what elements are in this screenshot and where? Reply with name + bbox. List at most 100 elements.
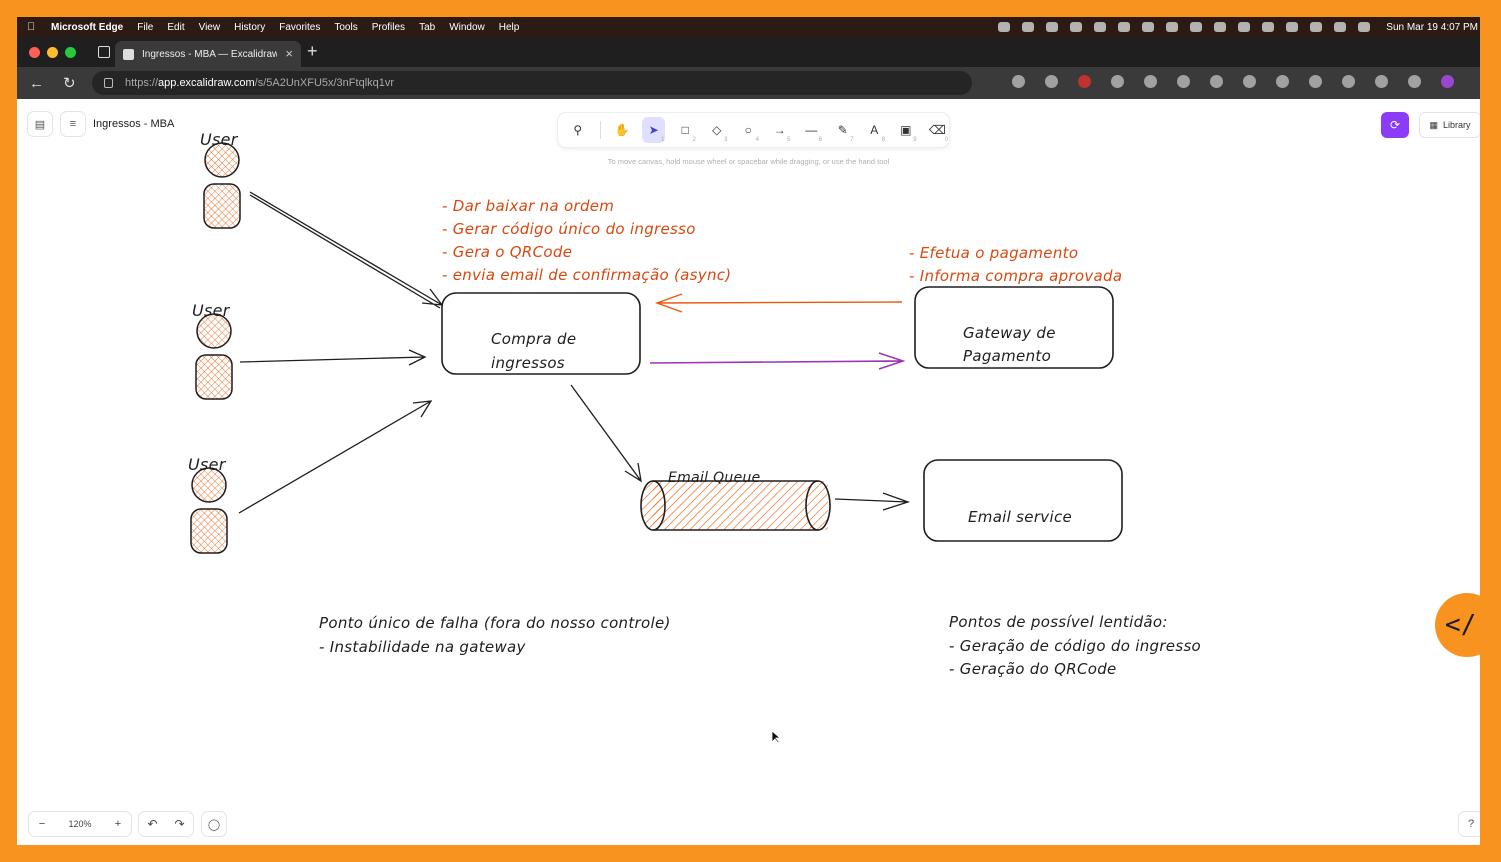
- arrow-gateway-compra[interactable]: [654, 293, 903, 313]
- document-title[interactable]: Ingressos - MBA: [93, 118, 175, 130]
- status-app-icon[interactable]: [1166, 22, 1179, 32]
- image-tool-icon[interactable]: ▣9: [900, 123, 917, 143]
- slowness-note[interactable]: Pontos de possível lentidão:: [949, 613, 1168, 631]
- close-window-button[interactable]: [29, 46, 40, 58]
- status-app-icon[interactable]: [1118, 22, 1131, 32]
- help-icon[interactable]: ?: [1458, 811, 1480, 837]
- arrow-user3-compra[interactable]: [238, 400, 433, 514]
- status-app-icon[interactable]: [998, 22, 1011, 32]
- user-label[interactable]: User: [200, 130, 238, 149]
- code-embed-icon[interactable]: </: [1435, 593, 1499, 657]
- status-app-icon[interactable]: [1022, 22, 1035, 32]
- menu-clock[interactable]: Sun Mar 19 4:07 PM: [1386, 21, 1478, 33]
- ellipse-tool-icon[interactable]: ○4: [744, 123, 759, 143]
- wifi-icon[interactable]: [1214, 22, 1227, 32]
- hamburger-menu-icon[interactable]: ≡: [60, 111, 86, 137]
- selection-tool-icon[interactable]: ➤1: [641, 117, 666, 143]
- arrow-compra-queue[interactable]: [570, 384, 642, 483]
- email-service-label[interactable]: Email service: [968, 508, 1073, 526]
- line-tool-icon[interactable]: —6: [805, 123, 823, 143]
- menu-view[interactable]: View: [198, 21, 221, 33]
- rectangle-tool-icon[interactable]: □2: [681, 123, 696, 143]
- browser-tab-active[interactable]: Ingressos - MBA — Excalidraw ×: [115, 41, 301, 67]
- zoom-out-button[interactable]: −: [38, 818, 46, 830]
- reload-icon[interactable]: ↻: [63, 75, 76, 92]
- back-icon[interactable]: ←: [29, 74, 44, 92]
- zoom-level[interactable]: 120%: [68, 819, 92, 829]
- new-tab-icon[interactable]: +: [307, 41, 318, 61]
- slowness-note[interactable]: - Geração de código do ingresso: [949, 637, 1202, 655]
- email-service-box[interactable]: [923, 459, 1123, 542]
- status-app-icon[interactable]: [1142, 22, 1155, 32]
- compra-box[interactable]: [441, 292, 641, 375]
- user-label[interactable]: User: [192, 301, 230, 320]
- extension-icon[interactable]: [1111, 75, 1124, 88]
- share-button[interactable]: ⟳: [1381, 112, 1409, 138]
- compra-note[interactable]: - envia email de confirmação (async): [442, 266, 732, 284]
- close-tab-icon[interactable]: ×: [285, 46, 293, 61]
- gateway-label-line2[interactable]: Pagamento: [963, 347, 1052, 365]
- maximize-window-button[interactable]: [65, 46, 76, 58]
- arrow-queue-service[interactable]: [834, 492, 911, 511]
- compra-note[interactable]: - Gerar código único do ingresso: [442, 220, 696, 238]
- excalidraw-canvas[interactable]: ▤ ≡ Ingressos - MBA ⚲ ✋ ➤1 □2 ◇3 ○4 →5 —…: [17, 99, 1480, 845]
- email-queue-label[interactable]: Email Queue: [668, 470, 761, 486]
- arrow-user2-compra[interactable]: [239, 349, 427, 366]
- url-field[interactable]: https:// app.excalidraw.com /s/5A2UnXFU5…: [92, 71, 972, 95]
- profile-avatar[interactable]: [1375, 75, 1388, 88]
- tab-actions-icon[interactable]: [98, 46, 110, 58]
- arrow-user1-compra[interactable]: [249, 191, 444, 309]
- compra-note[interactable]: - Gera o QRCode: [442, 243, 573, 261]
- headphones-icon[interactable]: [1238, 22, 1251, 32]
- status-app-icon[interactable]: [1070, 22, 1083, 32]
- failure-note[interactable]: - Instabilidade na gateway: [319, 638, 526, 656]
- comment-icon[interactable]: ◯: [201, 811, 227, 837]
- gateway-note[interactable]: - Informa compra aprovada: [909, 267, 1123, 285]
- undo-icon[interactable]: ↶: [147, 817, 158, 831]
- extension-icon[interactable]: [1243, 75, 1256, 88]
- copilot-icon[interactable]: [1441, 75, 1454, 88]
- menu-window[interactable]: Window: [449, 21, 485, 33]
- lock-tool-icon[interactable]: ⚲: [573, 123, 583, 137]
- extension-icon[interactable]: [1276, 75, 1289, 88]
- menu-favorites[interactable]: Favorites: [279, 21, 321, 33]
- user-figure[interactable]: [203, 142, 241, 229]
- extension-icon[interactable]: [1144, 75, 1157, 88]
- menu-profiles[interactable]: Profiles: [371, 21, 406, 33]
- sidebar-toggle-icon[interactable]: ▤: [27, 111, 53, 137]
- favorites-icon[interactable]: [1309, 75, 1322, 88]
- keyboard-icon[interactable]: [1286, 22, 1299, 32]
- compra-label-line1[interactable]: Compra de: [491, 330, 577, 348]
- menu-history[interactable]: History: [234, 21, 266, 33]
- gateway-box[interactable]: [914, 286, 1114, 369]
- status-app-icon[interactable]: [1094, 22, 1107, 32]
- extension-icon[interactable]: [1177, 75, 1190, 88]
- failure-note[interactable]: Ponto único de falha (fora do nosso cont…: [319, 614, 671, 632]
- spotlight-search-icon[interactable]: [1310, 22, 1323, 32]
- eraser-tool-icon[interactable]: ⌫0: [928, 123, 949, 143]
- apple-icon[interactable]: : [27, 21, 39, 33]
- zoom-in-button[interactable]: +: [114, 818, 122, 830]
- user-label[interactable]: User: [188, 455, 226, 474]
- menu-app-name[interactable]: Microsoft Edge: [51, 21, 124, 33]
- hand-tool-icon[interactable]: ✋: [614, 123, 630, 137]
- email-queue-cylinder[interactable]: [640, 480, 831, 531]
- draw-tool-icon[interactable]: ✎7: [837, 123, 854, 143]
- menu-file[interactable]: File: [137, 21, 154, 33]
- status-app-icon[interactable]: [1046, 22, 1059, 32]
- siri-icon[interactable]: [1358, 22, 1371, 32]
- compra-note[interactable]: - Dar baixar na ordem: [442, 197, 615, 215]
- arrow-tool-icon[interactable]: →5: [773, 123, 791, 143]
- extension-icon[interactable]: [1078, 75, 1091, 88]
- play-icon[interactable]: [1262, 22, 1275, 32]
- extension-icon[interactable]: [1012, 75, 1025, 88]
- menu-help[interactable]: Help: [498, 21, 520, 33]
- gateway-label-line1[interactable]: Gateway de: [963, 324, 1056, 342]
- control-center-icon[interactable]: [1334, 22, 1347, 32]
- status-app-icon[interactable]: [1190, 22, 1203, 32]
- menu-tools[interactable]: Tools: [334, 21, 358, 33]
- lock-icon[interactable]: [104, 78, 113, 88]
- slowness-note[interactable]: - Geração do QRCode: [949, 660, 1117, 678]
- gateway-note[interactable]: - Efetua o pagamento: [909, 244, 1079, 262]
